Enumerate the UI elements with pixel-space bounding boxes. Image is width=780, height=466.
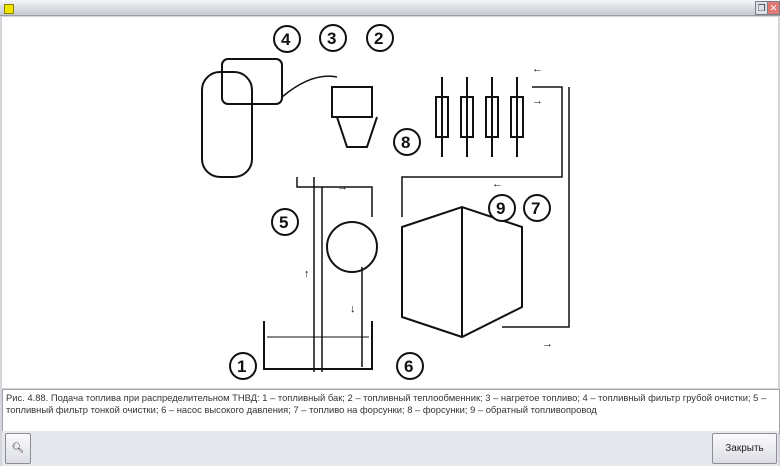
svg-text:4: 4 [281, 30, 291, 49]
svg-text:←: ← [492, 178, 503, 190]
callout-5: 5 [271, 208, 299, 236]
svg-text:→: → [337, 181, 348, 193]
title-bar: ❐ ✕ [0, 0, 780, 16]
fine-filter [326, 221, 378, 273]
svg-text:←: ← [532, 63, 543, 75]
heat-exchanger [331, 86, 378, 148]
callout-8: 8 [393, 128, 421, 156]
magnifier-icon: 🔍︎ [11, 443, 25, 454]
svg-text:1: 1 [237, 357, 246, 376]
fuel-tank [263, 321, 373, 370]
app-icon [4, 4, 14, 14]
svg-text:6: 6 [404, 357, 413, 376]
svg-text:→: → [532, 95, 543, 107]
callout-6: 6 [396, 352, 424, 380]
callout-1: 1 [229, 352, 257, 380]
svg-text:8: 8 [401, 133, 410, 152]
callout-9: 9 [488, 194, 516, 222]
bottom-toolbar: 🔍︎ Закрыть [2, 431, 778, 466]
diagram-canvas: ← → → ← → ↑ ↓ 4 3 2 8 5 9 7 1 6 [2, 17, 778, 388]
svg-text:2: 2 [374, 29, 383, 48]
close-window-button[interactable]: ✕ [767, 1, 780, 15]
svg-text:7: 7 [531, 199, 540, 218]
zoom-button[interactable]: 🔍︎ [5, 433, 31, 464]
figure-caption: Рис. 4.88. Подача топлива при распредели… [2, 389, 780, 434]
injectors [435, 77, 524, 157]
svg-text:3: 3 [327, 29, 336, 48]
svg-text:→: → [542, 338, 553, 350]
callout-4: 4 [273, 25, 301, 53]
callout-3: 3 [319, 24, 347, 52]
coarse-filter [201, 71, 253, 178]
svg-text:↓: ↓ [350, 303, 356, 315]
svg-text:9: 9 [496, 199, 505, 218]
close-button[interactable]: Закрыть [712, 433, 777, 464]
callout-7: 7 [523, 194, 551, 222]
fuel-system-diagram: ← → → ← → ↑ ↓ 4 3 2 8 5 9 7 1 6 [201, 24, 570, 380]
callout-2: 2 [366, 24, 394, 52]
svg-text:5: 5 [279, 213, 288, 232]
svg-text:↑: ↑ [304, 268, 310, 280]
